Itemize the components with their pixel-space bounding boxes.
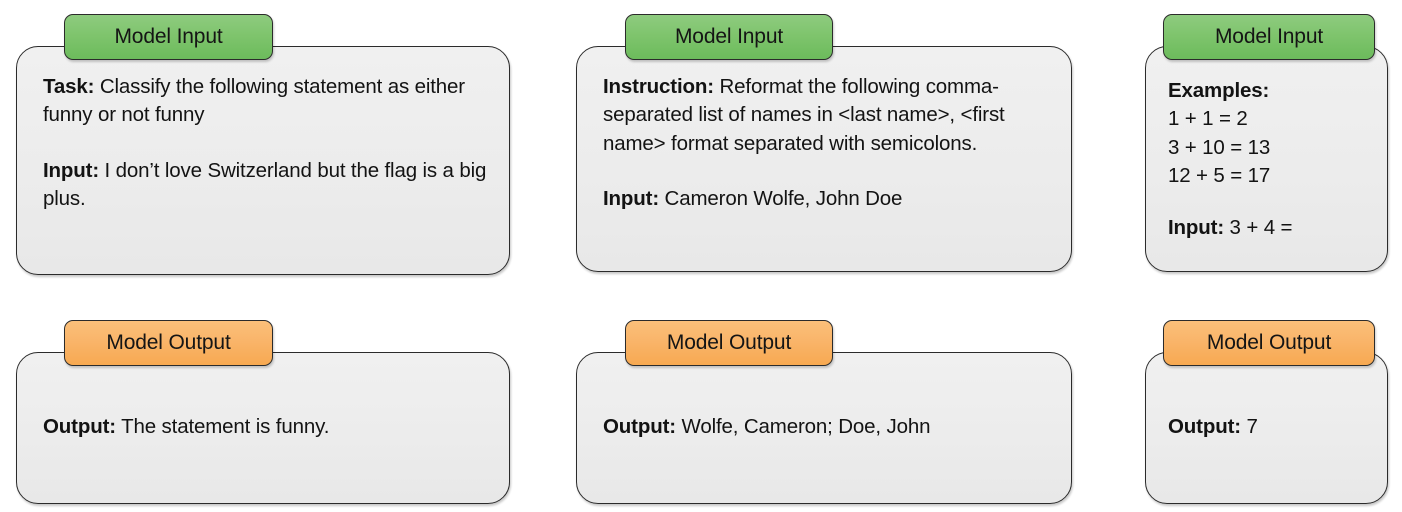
- task-label: Task:: [43, 75, 95, 98]
- model-input-badge-label-1: Model Input: [114, 25, 223, 48]
- model-output-badge-3: Model Output: [1163, 320, 1375, 366]
- model-input-body-3: Examples: 1 + 1 = 2 3 + 10 = 13 12 + 5 =…: [1168, 77, 1369, 242]
- model-output-card-2: Output: Wolfe, Cameron; Doe, John: [576, 352, 1072, 504]
- input-paragraph: Input: 3 + 4 =: [1168, 214, 1369, 242]
- model-output-card-3: Output: 7: [1145, 352, 1388, 504]
- output-label: Output:: [603, 415, 676, 438]
- model-input-badge-label-3: Model Input: [1214, 25, 1324, 48]
- instruction-text: Reformat the following comma-separated l…: [603, 75, 1005, 155]
- input-text: I don’t love Switzerland but the flag is…: [43, 158, 487, 210]
- instruction-label: Instruction:: [603, 75, 714, 98]
- model-output-badge-label-3: Model Output: [1206, 331, 1332, 354]
- output-paragraph: Output: Wolfe, Cameron; Doe, John: [603, 413, 1053, 441]
- task-text: Classify the following statement as eith…: [43, 75, 465, 127]
- model-output-badge-1: Model Output: [64, 320, 273, 366]
- output-text: Wolfe, Cameron; Doe, John: [675, 415, 931, 438]
- model-input-badge-2: Model Input: [625, 14, 833, 60]
- examples-label: Examples:: [1168, 79, 1270, 102]
- input-label: Input:: [603, 186, 660, 210]
- input-text: 3 + 4 =: [1224, 215, 1293, 239]
- instruction-paragraph: Instruction: Reformat the following comm…: [603, 73, 1053, 158]
- task-paragraph: Task: Classify the following statement a…: [43, 73, 491, 130]
- model-output-badge-2: Model Output: [625, 320, 833, 366]
- model-input-card-1: Task: Classify the following statement a…: [16, 46, 510, 275]
- output-text: The statement is funny.: [115, 415, 330, 438]
- examples-paragraph: Examples: 1 + 1 = 2 3 + 10 = 13 12 + 5 =…: [1168, 77, 1369, 190]
- model-input-badge-3: Model Input: [1163, 14, 1375, 60]
- model-input-body-1: Task: Classify the following statement a…: [43, 73, 491, 213]
- input-label: Input:: [43, 158, 100, 182]
- input-label: Input:: [1168, 215, 1225, 239]
- output-paragraph: Output: 7: [1168, 413, 1369, 441]
- model-output-badge-label-1: Model Output: [106, 331, 231, 354]
- input-paragraph: Input: I don’t love Switzerland but the …: [43, 157, 491, 214]
- output-label: Output:: [1168, 415, 1241, 438]
- example-line: 12 + 5 = 17: [1168, 163, 1271, 187]
- model-input-card-3: Examples: 1 + 1 = 2 3 + 10 = 13 12 + 5 =…: [1145, 46, 1388, 272]
- model-output-card-1: Output: The statement is funny.: [16, 352, 510, 504]
- model-output-body-2: Output: Wolfe, Cameron; Doe, John: [603, 413, 1053, 441]
- model-input-badge-1: Model Input: [64, 14, 273, 60]
- example-line: 3 + 10 = 13: [1168, 135, 1271, 159]
- example-line: 1 + 1 = 2: [1168, 107, 1248, 131]
- input-text: Cameron Wolfe, John Doe: [659, 186, 903, 210]
- input-paragraph: Input: Cameron Wolfe, John Doe: [603, 185, 1053, 213]
- output-paragraph: Output: The statement is funny.: [43, 413, 491, 441]
- model-input-body-2: Instruction: Reformat the following comm…: [603, 73, 1053, 213]
- model-output-body-3: Output: 7: [1168, 413, 1369, 441]
- output-text: 7: [1240, 415, 1258, 438]
- model-input-card-2: Instruction: Reformat the following comm…: [576, 46, 1072, 272]
- output-label: Output:: [43, 415, 116, 438]
- model-input-badge-label-2: Model Input: [674, 25, 784, 48]
- model-output-badge-label-2: Model Output: [666, 331, 792, 354]
- model-output-body-1: Output: The statement is funny.: [43, 413, 491, 441]
